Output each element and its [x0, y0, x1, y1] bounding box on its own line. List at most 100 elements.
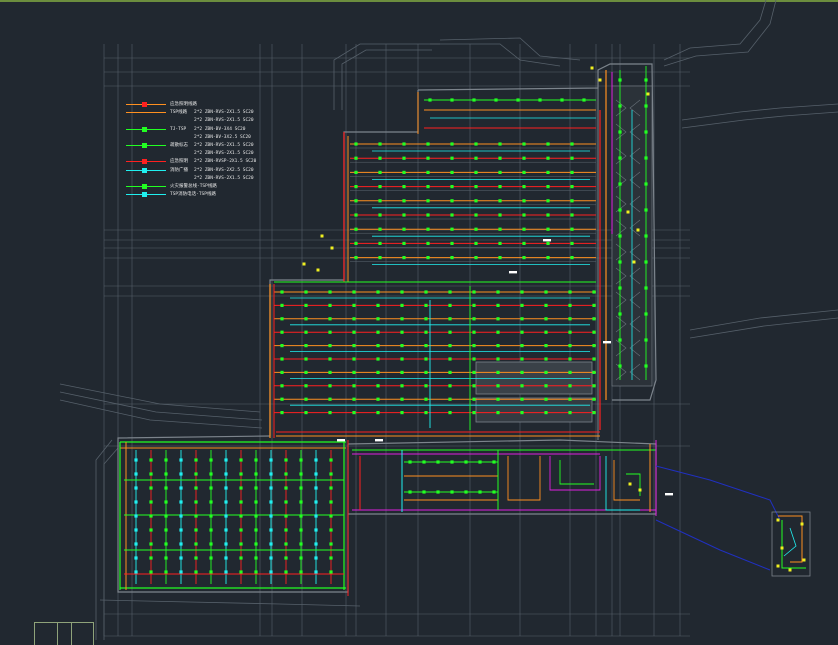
device-marker [570, 227, 574, 231]
device-marker [164, 500, 168, 504]
device-marker [269, 486, 273, 490]
device-marker [209, 528, 213, 532]
device-marker [546, 170, 550, 174]
legend-spec: 2*2 ZBN-BV-3X4 SC20 [194, 126, 246, 132]
legend-name: 消防广播 [170, 167, 188, 173]
device-marker [498, 213, 502, 217]
device-marker [522, 256, 526, 260]
device-marker [402, 213, 406, 217]
device-marker [436, 460, 440, 464]
device-marker [284, 458, 288, 462]
device-marker [618, 312, 622, 316]
device-marker [314, 570, 318, 574]
device-marker [520, 357, 524, 361]
panel-marker [626, 210, 630, 214]
legend-device-swatch [142, 167, 147, 173]
device-marker [269, 458, 273, 462]
device-marker [464, 460, 468, 464]
device-marker [299, 486, 303, 490]
device-marker [544, 317, 548, 321]
device-marker [474, 199, 478, 203]
device-marker [280, 397, 284, 401]
device-marker [426, 213, 430, 217]
device-marker [644, 208, 648, 212]
device-marker [304, 357, 308, 361]
device-marker [400, 303, 404, 307]
legend-row: 2*2 ZBN-RVS-2X1.5 SC20 [122, 174, 272, 184]
annex-device [776, 564, 780, 568]
device-marker [304, 344, 308, 348]
device-marker [329, 500, 333, 504]
device-marker [328, 357, 332, 361]
device-marker [618, 286, 622, 290]
road-edge [59, 383, 261, 413]
device-marker [516, 98, 520, 102]
device-marker [522, 142, 526, 146]
device-marker [378, 185, 382, 189]
road-edge [59, 399, 263, 429]
device-marker [474, 185, 478, 189]
room-run [605, 456, 640, 511]
device-marker [239, 486, 243, 490]
device-marker [644, 104, 648, 108]
legend-name: 疏散标志 [170, 143, 188, 148]
device-marker [520, 384, 524, 388]
device-marker [378, 142, 382, 146]
device-marker [472, 330, 476, 334]
device-marker [354, 185, 358, 189]
device-marker [520, 411, 524, 415]
legend-row: 2*2 ZBN-BV-3X2.5 SC20 [122, 133, 272, 143]
device-marker [329, 514, 333, 518]
device-marker [224, 500, 228, 504]
device-marker [354, 156, 358, 160]
device-marker [314, 486, 318, 490]
device-marker [464, 490, 468, 494]
device-marker [329, 472, 333, 476]
legend-line-swatch [126, 112, 166, 114]
device-marker [618, 364, 622, 368]
device-marker [644, 130, 648, 134]
hatched-zones [475, 85, 653, 423]
device-marker [448, 344, 452, 348]
device-marker [544, 384, 548, 388]
legend-spec: 2*2 ZBN-RVS-2X1.5 SC20 [194, 118, 254, 124]
device-marker [424, 290, 428, 294]
device-marker [472, 317, 476, 321]
column-hatch [615, 243, 641, 261]
title-block-cell [35, 623, 58, 645]
device-marker [254, 500, 258, 504]
device-marker [164, 528, 168, 532]
device-marker [498, 142, 502, 146]
device-marker [544, 330, 548, 334]
device-marker [450, 156, 454, 160]
device-marker [426, 199, 430, 203]
device-marker [149, 528, 153, 532]
device-marker [354, 241, 358, 245]
device-marker [194, 528, 198, 532]
device-marker [522, 156, 526, 160]
device-marker [472, 303, 476, 307]
legend-spec: 2*2 ZBN-RVSP-2X1.5 SC20 [194, 159, 257, 165]
label-tag [543, 239, 551, 242]
device-marker [570, 185, 574, 189]
legend-spec: 2*2 ZBN-BV-3X2.5 SC20 [194, 134, 251, 140]
device-marker [134, 514, 138, 518]
device-marker [280, 303, 284, 307]
device-marker [299, 514, 303, 518]
device-marker [378, 199, 382, 203]
device-marker [314, 514, 318, 518]
device-marker [329, 528, 333, 532]
device-marker [568, 330, 572, 334]
legend-device-swatch [142, 192, 147, 198]
legend-device-swatch [142, 126, 147, 132]
device-marker [474, 256, 478, 260]
device-marker [209, 500, 213, 504]
device-marker [149, 458, 153, 462]
device-marker [378, 170, 382, 174]
device-marker [269, 556, 273, 560]
device-marker [546, 199, 550, 203]
device-marker [299, 542, 303, 546]
device-marker [328, 384, 332, 388]
